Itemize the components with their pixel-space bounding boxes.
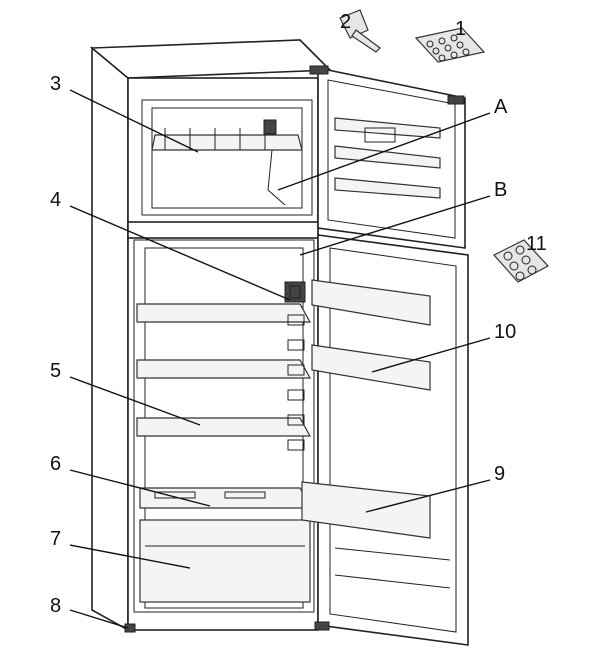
fridge-door: [301, 234, 469, 646]
label-7: 7: [50, 528, 61, 550]
freezer-wire-shelf: [151, 119, 303, 206]
shelf-rails: [287, 314, 305, 451]
label-a: A: [494, 96, 508, 118]
callout-labels: 1 2 3 A B 4 11 10 5 6 9 7 8: [50, 11, 547, 617]
thermostat-lamp-unit: [284, 281, 306, 303]
adjustable-foot: [124, 623, 136, 633]
label-5: 5: [50, 360, 61, 382]
label-9: 9: [494, 463, 505, 485]
label-8: 8: [50, 595, 61, 617]
label-1: 1: [455, 18, 466, 40]
crisper-drawer: [139, 519, 311, 603]
label-b: B: [494, 179, 507, 201]
label-6: 6: [50, 453, 61, 475]
label-11: 11: [526, 233, 547, 255]
ice-cube-tray: [414, 27, 486, 63]
label-2: 2: [340, 11, 351, 33]
label-4: 4: [50, 189, 61, 211]
label-3: 3: [50, 73, 61, 95]
crisper-cover: [139, 487, 314, 509]
freezer-door: [309, 65, 466, 249]
label-10: 10: [494, 321, 516, 343]
ice-scraper: [339, 9, 381, 53]
leader-lines: [69, 89, 491, 629]
egg-holder: [493, 239, 549, 283]
glass-shelves: [136, 303, 312, 437]
